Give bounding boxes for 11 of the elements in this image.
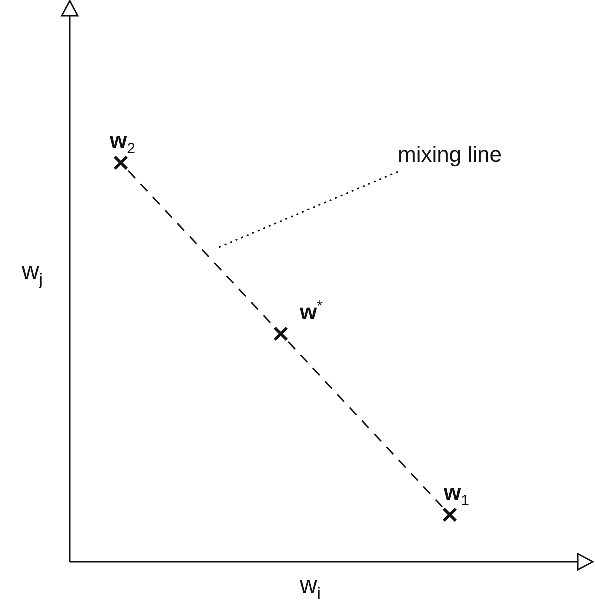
axis-label: w$_{i}$ — [300, 572, 321, 604]
leader-line — [218, 171, 398, 249]
axis-label: w$_{j}$ — [22, 258, 43, 290]
cross-marker-icon — [113, 155, 129, 171]
point-label: w$_{2}$ — [110, 128, 136, 158]
point-label: w$_{1}$ — [444, 480, 470, 510]
point-label: w$^{*}$ — [300, 298, 323, 326]
cross-marker-icon — [273, 326, 289, 342]
mixing-line — [288, 341, 444, 508]
callout-text: mixing line — [398, 142, 516, 168]
cross-marker-icon — [442, 507, 458, 523]
